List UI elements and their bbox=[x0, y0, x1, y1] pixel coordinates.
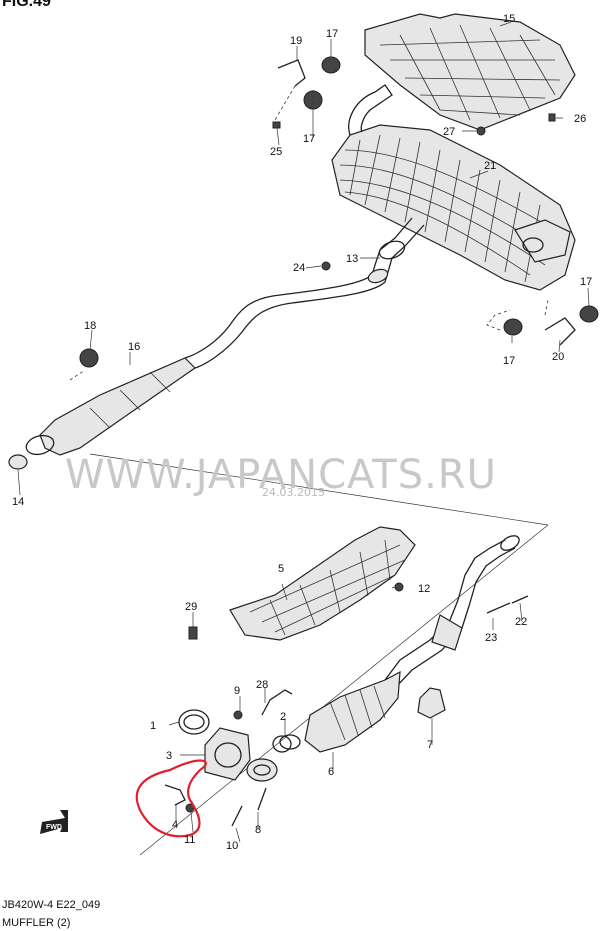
callout-17d: 17 bbox=[580, 276, 592, 288]
oxygen-sensor-28 bbox=[261, 689, 293, 716]
gasket-1 bbox=[178, 709, 210, 735]
callout-24: 24 bbox=[293, 262, 305, 274]
bolt-23 bbox=[486, 602, 511, 614]
watermark-date: 24.03.2015 bbox=[262, 486, 325, 499]
bolt-10 bbox=[231, 805, 243, 827]
front-pipe-catalytic bbox=[246, 535, 520, 782]
svg-text:FWD: FWD bbox=[46, 824, 62, 831]
rubber-hanger-17a bbox=[321, 56, 341, 74]
callout-3: 3 bbox=[166, 750, 172, 762]
gasket-3 bbox=[204, 727, 251, 781]
rubber-hanger-18 bbox=[79, 348, 99, 368]
callout-1: 1 bbox=[150, 720, 156, 732]
bracket-20 bbox=[544, 317, 576, 346]
nut-24 bbox=[321, 261, 331, 271]
callout-7: 7 bbox=[427, 739, 433, 751]
callout-17b: 17 bbox=[303, 133, 315, 145]
callout-20: 20 bbox=[552, 351, 564, 363]
intermediate-pipe bbox=[8, 217, 425, 470]
callout-28: 28 bbox=[256, 679, 268, 691]
callout-19: 19 bbox=[290, 35, 302, 47]
callout-11: 11 bbox=[184, 834, 195, 846]
callout-12: 12 bbox=[418, 583, 430, 595]
callout-27: 27 bbox=[443, 126, 455, 138]
caption-code: JB420W-4 E22_049 bbox=[2, 899, 100, 911]
bracket-4 bbox=[164, 784, 186, 806]
heat-shield-lower bbox=[229, 526, 416, 641]
callout-17a: 17 bbox=[326, 28, 338, 40]
bolt-26 bbox=[548, 113, 556, 122]
rubber-hanger-17b bbox=[303, 90, 323, 110]
highlight-circle bbox=[135, 759, 207, 838]
callout-9: 9 bbox=[234, 685, 240, 697]
callout-23: 23 bbox=[485, 632, 497, 644]
callout-29: 29 bbox=[185, 601, 197, 613]
callout-5: 5 bbox=[278, 563, 284, 575]
figure-id: FIG.49 bbox=[2, 0, 51, 10]
bolt-22 bbox=[511, 595, 529, 604]
bracket-19 bbox=[277, 59, 306, 87]
rubber-hanger-17d bbox=[579, 305, 599, 323]
forward-arrow-icon: FWD bbox=[40, 810, 68, 834]
callout-22: 22 bbox=[515, 616, 527, 628]
callout-18: 18 bbox=[84, 320, 96, 332]
nut-9 bbox=[233, 710, 243, 720]
bolt-8 bbox=[257, 787, 267, 811]
bolt-29 bbox=[188, 626, 198, 640]
callout-15: 15 bbox=[503, 13, 515, 25]
heat-shield-upper bbox=[364, 13, 576, 131]
bolt-25 bbox=[272, 121, 281, 129]
callout-10: 10 bbox=[226, 840, 238, 852]
nut-27 bbox=[476, 126, 486, 136]
callout-13: 13 bbox=[346, 253, 358, 265]
rubber-hanger-17c bbox=[503, 318, 523, 336]
main-muffler bbox=[331, 84, 576, 291]
callout-17c: 17 bbox=[503, 355, 515, 367]
caption-title: MUFFLER (2) bbox=[2, 917, 70, 929]
hanger-bracket-7 bbox=[417, 687, 446, 719]
nut-12 bbox=[394, 582, 404, 592]
callout-6: 6 bbox=[328, 766, 334, 778]
callout-14: 14 bbox=[12, 496, 24, 508]
watermark-text: WWW.JAPANCATS.RU bbox=[65, 452, 497, 498]
callout-4: 4 bbox=[172, 819, 178, 831]
gasket-2 bbox=[272, 735, 292, 753]
callout-26: 26 bbox=[574, 113, 586, 125]
callout-21: 21 bbox=[484, 160, 496, 172]
callout-2: 2 bbox=[280, 711, 286, 723]
callout-8: 8 bbox=[255, 824, 261, 836]
callout-16: 16 bbox=[128, 341, 140, 353]
callout-25: 25 bbox=[270, 146, 282, 158]
